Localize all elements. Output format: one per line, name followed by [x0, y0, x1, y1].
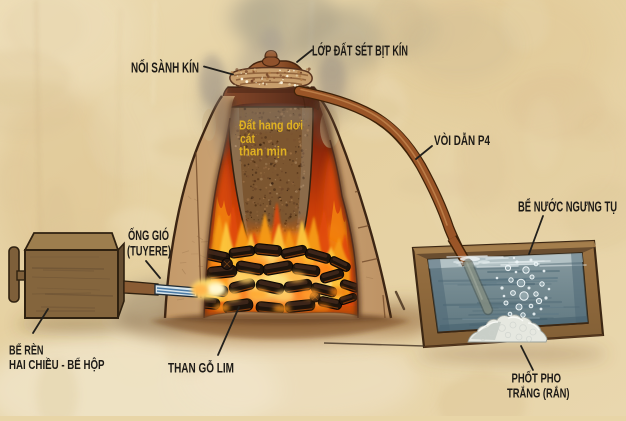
- svg-text:LỚP ĐẤT SÉT BỊT KÍN: LỚP ĐẤT SÉT BỊT KÍN: [312, 42, 408, 60]
- svg-text:TRẮNG (RẮN): TRẮNG (RẮN): [507, 386, 570, 401]
- svg-text:THAN GỖ LIM: THAN GỖ LIM: [168, 361, 234, 376]
- svg-text:HAI CHIỀU - BỂ HỘP: HAI CHIỀU - BỂ HỘP: [9, 357, 105, 372]
- svg-text:NỐI SÀNH KÍN: NỐI SÀNH KÍN: [131, 59, 199, 77]
- svg-text:BỂ RÈN: BỂ RÈN: [9, 343, 44, 358]
- svg-text:ỐNG GIÓ: ỐNG GIÓ: [128, 228, 169, 243]
- svg-text:VÒI DẪN P4: VÒI DẪN P4: [434, 133, 490, 148]
- svg-text:cát: cát: [240, 132, 256, 146]
- svg-text:Đất hang dơi: Đất hang dơi: [239, 119, 303, 133]
- svg-text:(TUYERE): (TUYERE): [127, 244, 171, 259]
- svg-text:than mịn: than mịn: [239, 145, 287, 159]
- svg-text:BỂ NƯỚC NGƯNG TỤ: BỂ NƯỚC NGƯNG TỤ: [518, 198, 617, 216]
- svg-text:PHỐT PHO: PHỐT PHO: [512, 371, 562, 386]
